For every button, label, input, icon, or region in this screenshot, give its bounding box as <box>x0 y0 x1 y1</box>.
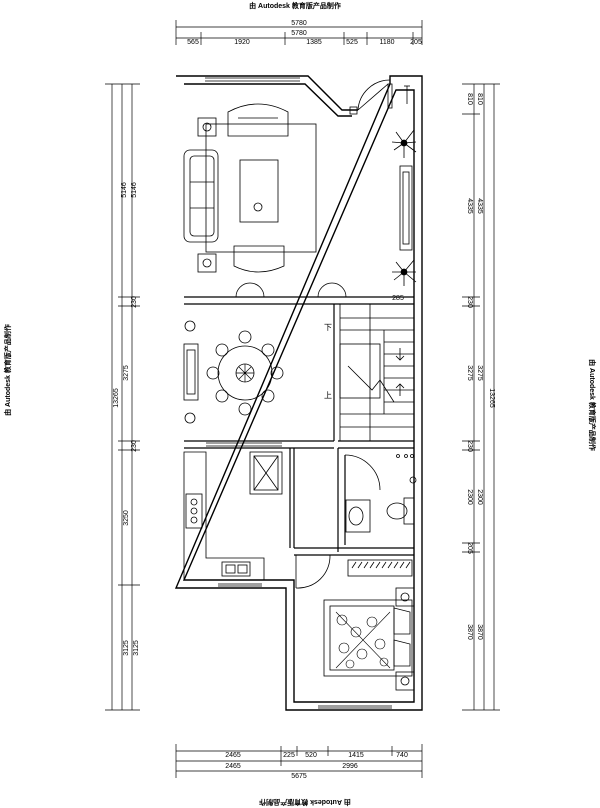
right-seg-6b: 2300 <box>476 489 483 505</box>
bed <box>323 599 413 677</box>
bottom-dimensions <box>175 744 423 778</box>
bedroom-window <box>318 705 392 709</box>
right-total: 13265 <box>488 388 495 408</box>
living-room-furniture <box>183 103 413 273</box>
bottom-seg-4: 1415 <box>348 752 364 759</box>
top-seg-2: 1920 <box>234 39 250 46</box>
left-seg-1: 5146 <box>121 182 128 198</box>
right-seg-8: 3870 <box>466 624 473 640</box>
left-seg-3: 3275 <box>123 365 130 381</box>
bottom-total-left: 2465 <box>225 763 241 770</box>
kitchen-fixtures <box>183 442 283 587</box>
right-seg-2: 4335 <box>466 198 473 214</box>
top-seg-4: 525 <box>346 39 358 46</box>
top-dimensions <box>175 20 423 45</box>
exterior-walls <box>174 75 423 711</box>
right-seg-7: 205 <box>466 542 473 554</box>
bottom-total-right: 2996 <box>342 763 358 770</box>
watermark-top: 由 Autodesk 教育版产品制作 <box>249 1 341 10</box>
bottom-overall: 5675 <box>291 773 307 780</box>
top-seg-1: 565 <box>187 39 199 46</box>
top-total-b: 5780 <box>291 30 307 37</box>
top-total-a: 5780 <box>291 20 307 27</box>
bottom-seg-1: 2465 <box>225 752 241 759</box>
dining-center-icon <box>236 364 254 382</box>
left-seg-1b: 5146 <box>131 182 138 198</box>
right-seg-3: 230 <box>466 296 473 308</box>
left-dimensions <box>105 83 140 711</box>
stair-label-up: 下 <box>324 323 332 332</box>
entry-door <box>357 79 393 111</box>
living-window <box>205 77 300 82</box>
watermark-bottom: 由 Autodesk 教育版产品制作 <box>259 798 351 807</box>
bottom-seg-3: 520 <box>305 752 317 759</box>
bedroom-door <box>295 554 331 589</box>
bottom-seg-2: 225 <box>283 752 295 759</box>
entry-markers <box>349 85 410 115</box>
watermark-left: 由 Autodesk 教育版产品制作 <box>3 324 12 416</box>
top-seg-5: 1180 <box>379 39 394 46</box>
interior-walls <box>184 296 414 556</box>
top-seg-3: 1385 <box>306 39 322 46</box>
dining-furniture <box>183 320 284 424</box>
top-seg-6: 205 <box>410 39 422 46</box>
plant-bottom <box>392 259 417 286</box>
left-seg-5: 3250 <box>123 510 130 526</box>
right-seg-1: 810 <box>466 93 473 105</box>
left-total: 13265 <box>113 388 120 408</box>
left-seg-6b: 3125 <box>133 640 140 656</box>
right-seg-4b: 3275 <box>476 365 483 381</box>
bed-pattern <box>335 611 391 669</box>
living-arches <box>235 282 347 298</box>
nightstands <box>395 587 415 691</box>
right-seg-5: 230 <box>466 440 473 452</box>
wardrobe <box>347 559 413 577</box>
bottom-seg-5: 740 <box>396 752 408 759</box>
left-seg-4: 230 <box>131 440 138 452</box>
bathroom-fixtures <box>344 454 417 533</box>
plant-top <box>391 129 417 158</box>
right-seg-1b: 810 <box>476 93 483 105</box>
right-seg-2b: 4335 <box>476 198 483 214</box>
watermark-right: 由 Autodesk 教育版产品制作 <box>588 359 597 451</box>
left-seg-2: 230 <box>131 296 138 308</box>
right-seg-8b: 3870 <box>476 624 483 640</box>
staircase <box>339 304 414 441</box>
stair-label-down: 上 <box>324 391 332 400</box>
left-seg-6: 3125 <box>123 640 130 656</box>
wall-note: 285 <box>392 295 404 302</box>
right-dimensions <box>462 83 500 711</box>
right-seg-4: 3275 <box>466 365 473 381</box>
right-seg-6: 2300 <box>466 489 473 505</box>
